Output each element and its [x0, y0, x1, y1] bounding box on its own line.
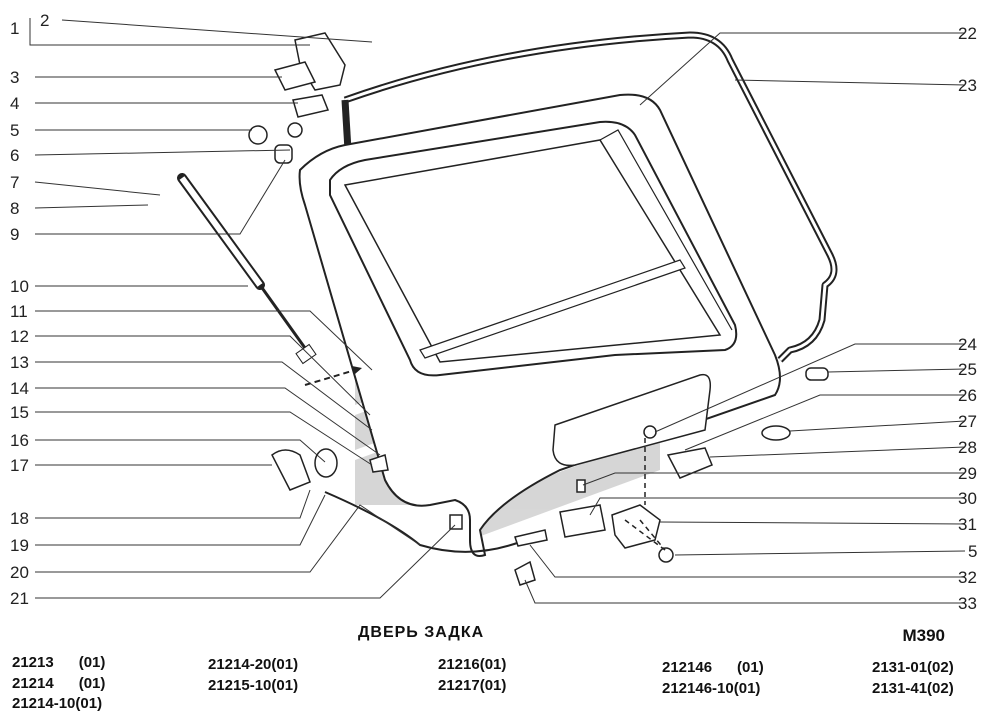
- leader-lines: [29, 18, 456, 599]
- callout-12: 12: [10, 327, 29, 346]
- callout-23: 23: [958, 76, 977, 95]
- callout-29: 29: [958, 464, 977, 483]
- callout-7: 7: [10, 173, 20, 192]
- model-entry: 2131-01(02): [872, 659, 954, 676]
- model-entry: 21216(01): [438, 656, 507, 673]
- callout-2: 2: [40, 11, 50, 30]
- callout-28: 28: [958, 438, 977, 457]
- callout-16: 16: [10, 431, 29, 450]
- diagram-title: ДВЕРЬ ЗАДКА: [358, 624, 485, 641]
- model-entry: 21214-20(01): [208, 656, 299, 673]
- model-entry: 21214 (01): [12, 675, 106, 692]
- callout-18: 18: [10, 509, 29, 528]
- model-entry: 2131-41(02): [872, 680, 954, 697]
- callout-6: 6: [10, 146, 20, 165]
- gas-strut: [177, 173, 317, 365]
- callout-3: 3: [10, 68, 20, 87]
- callout-22: 22: [958, 24, 977, 43]
- model-entry: 21214-10(01): [12, 695, 103, 712]
- callout-24: 24: [958, 335, 977, 354]
- callout-26: 26: [958, 386, 977, 405]
- callout-10: 10: [10, 277, 29, 296]
- callout-15: 15: [10, 403, 29, 422]
- model-entry: 212146-10(01): [662, 680, 761, 697]
- callout-8: 8: [10, 199, 20, 218]
- callout-25: 25: [958, 360, 977, 379]
- callout-9: 9: [10, 225, 20, 244]
- callout-4: 4: [10, 94, 20, 113]
- model-entry: 21217(01): [438, 677, 507, 694]
- callout-5: 5: [10, 121, 20, 140]
- hinge-parts: [248, 32, 346, 164]
- window-opening: [329, 120, 738, 377]
- callout-5b: 5: [968, 542, 978, 561]
- diagram-code: M390: [902, 626, 945, 645]
- callout-31: 31: [958, 515, 977, 534]
- callout-27: 27: [958, 412, 977, 431]
- callout-21: 21: [10, 589, 29, 608]
- callout-33: 33: [958, 594, 977, 613]
- model-entry: 21215-10(01): [208, 677, 299, 694]
- model-entry: 21213 (01): [12, 654, 106, 671]
- model-entry: 212146 (01): [662, 659, 764, 676]
- callout-20: 20: [10, 563, 29, 582]
- callout-17: 17: [10, 456, 29, 475]
- callout-11: 11: [10, 302, 28, 321]
- callout-19: 19: [10, 536, 29, 555]
- license-recess: [552, 373, 712, 467]
- callout-13: 13: [10, 353, 29, 372]
- callout-32: 32: [958, 568, 977, 587]
- callout-30: 30: [958, 489, 977, 508]
- callout-14: 14: [10, 379, 29, 398]
- callout-1: 1: [10, 19, 20, 38]
